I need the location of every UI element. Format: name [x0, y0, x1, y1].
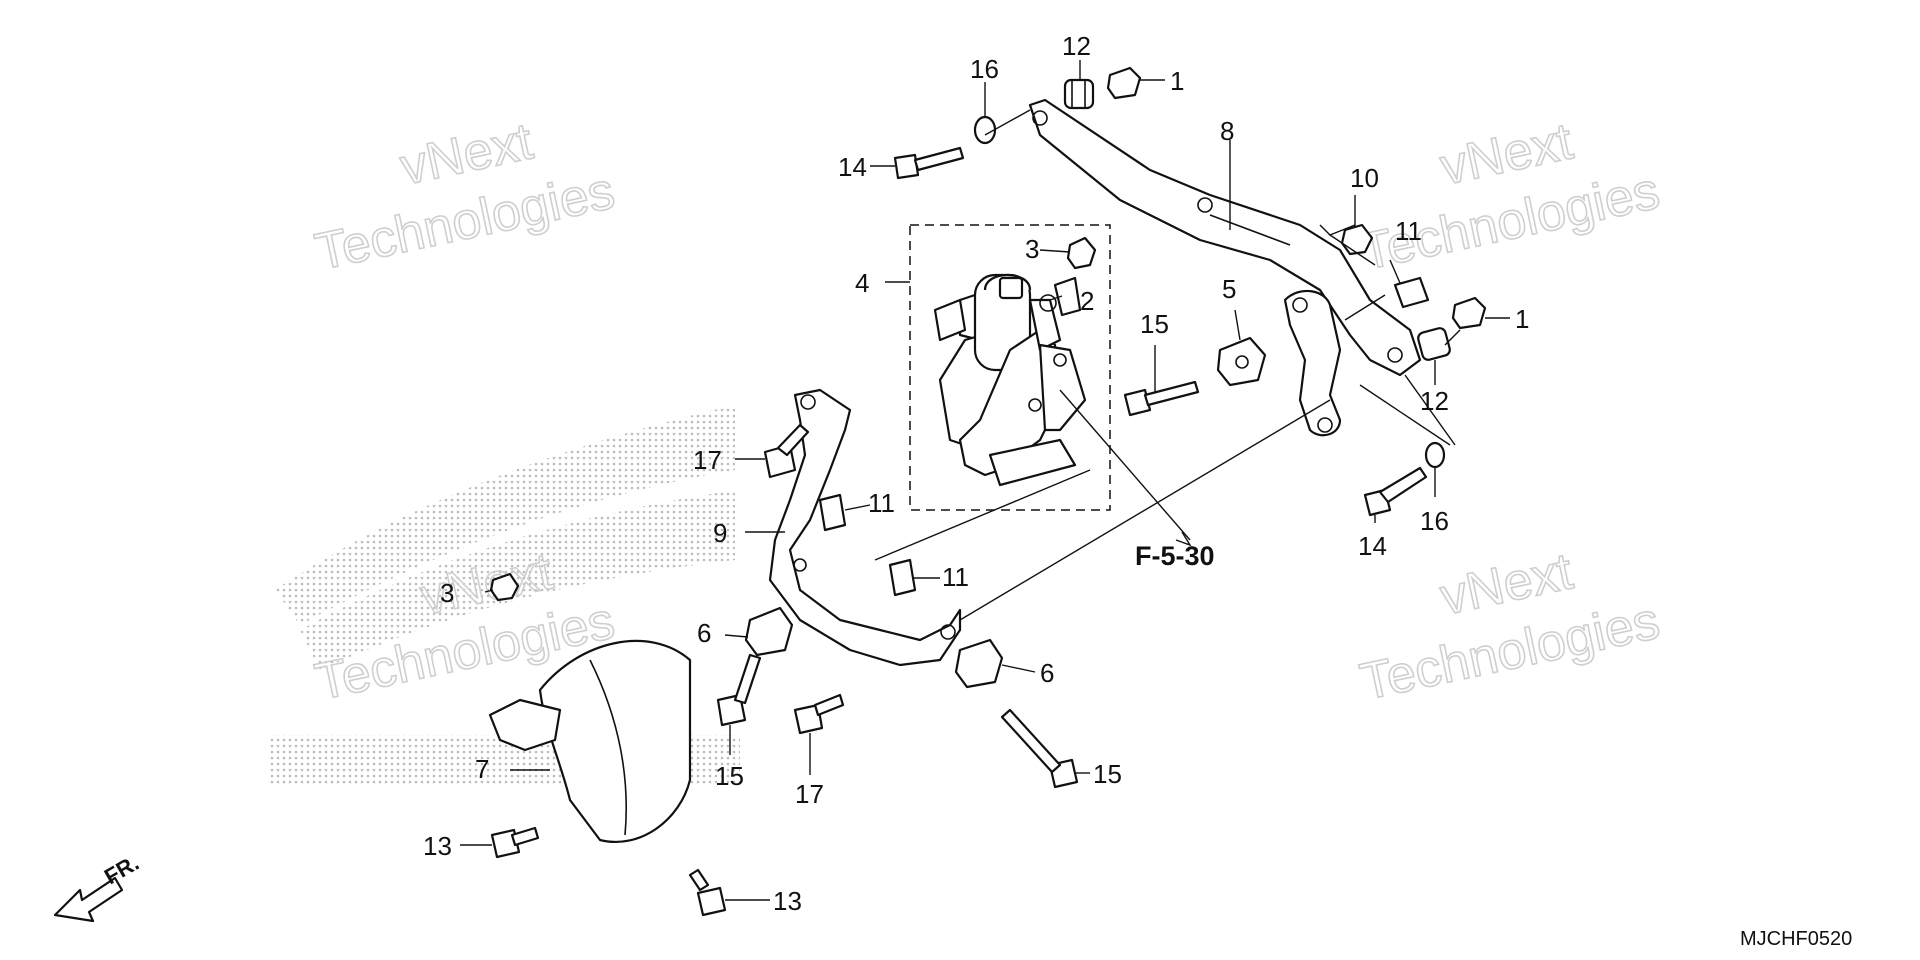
part-17-bolt-lower	[793, 693, 845, 735]
callout-11-top: 11	[1395, 216, 1422, 246]
part-9-bracket	[768, 388, 962, 667]
callout-2: 2	[1080, 286, 1094, 316]
part-11-collar-top	[1393, 276, 1430, 309]
part-8-stay	[1028, 98, 1422, 377]
callout-3-left: 3	[440, 578, 454, 608]
callout-9: 9	[713, 518, 727, 548]
part-15-bolt-right	[1123, 380, 1200, 417]
callout-5: 5	[1222, 274, 1236, 304]
callout-14-right: 14	[1358, 531, 1387, 561]
callout-12-top: 12	[1062, 31, 1091, 61]
callout-10: 10	[1350, 163, 1379, 193]
callout-15-right: 15	[1140, 309, 1169, 339]
front-direction-indicator: FR.	[53, 850, 143, 923]
part-14-bolt-right	[1363, 466, 1428, 517]
part-link-arm	[1283, 289, 1342, 437]
part-12-grommet-right	[1417, 327, 1451, 361]
watermark-top-right: vNext Technologies	[1355, 111, 1666, 282]
part-13-bolt-lower	[688, 868, 727, 917]
part-4-actuator	[933, 273, 1087, 487]
part-13-bolt-left	[490, 826, 540, 859]
part-1-cap-top	[1106, 66, 1142, 100]
part-16-washer-top	[973, 115, 997, 145]
part-1-cap-right	[1451, 296, 1487, 330]
callout-11-lower: 11	[942, 562, 969, 592]
part-3-nut-top	[1066, 236, 1097, 270]
part-11-collar-mid	[818, 493, 847, 532]
front-arrow-icon	[53, 876, 124, 923]
callout-1-right: 1	[1515, 304, 1529, 334]
callout-6-right: 6	[1040, 658, 1054, 688]
callout-17-upper: 17	[693, 445, 722, 475]
callout-8: 8	[1220, 116, 1234, 146]
part-7-guard	[488, 639, 692, 843]
callout-16-top: 16	[970, 54, 999, 84]
part-6-grommet-left	[744, 606, 794, 657]
callout-17-lower: 17	[795, 779, 824, 809]
callout-4: 4	[855, 268, 869, 298]
part-11-collar-lower	[888, 558, 917, 597]
watermark-bottom-right: vNext Technologies	[1355, 541, 1666, 712]
callout-3-top: 3	[1025, 234, 1039, 264]
reference-label: F-5-30	[1135, 541, 1215, 571]
leader-lines	[460, 60, 1510, 901]
callout-6-left: 6	[697, 618, 711, 648]
part-15-bolt-left	[716, 653, 762, 727]
diagram-code: MJCHF0520	[1740, 928, 1852, 950]
part-5-grommet	[1216, 336, 1267, 387]
assembly-box-4	[909, 224, 1111, 511]
callout-13-left: 13	[423, 831, 452, 861]
callout-1-top: 1	[1170, 66, 1184, 96]
callout-15-left: 15	[715, 761, 744, 791]
watermark-top-left: vNext Technologies	[310, 111, 621, 282]
part-16-washer-right	[1424, 441, 1446, 469]
part-14-bolt-top	[893, 146, 965, 180]
callout-15-lower: 15	[1093, 759, 1122, 789]
callout-12-right: 12	[1420, 386, 1449, 416]
callout-7: 7	[475, 754, 489, 784]
part-6-grommet-right	[954, 638, 1004, 689]
part-2-fitting	[1053, 276, 1082, 317]
callout-13-lower: 13	[773, 886, 802, 916]
callout-16-right: 16	[1420, 506, 1449, 536]
part-15-bolt-lower	[1000, 708, 1079, 789]
part-17-bolt-upper	[763, 423, 810, 479]
callout-labels: 1 1 2 3 3 4 5 6 6 7 8 9 10 11 11 11 12 1…	[423, 31, 1529, 916]
callout-11-mid: 11	[868, 488, 895, 518]
callout-14-top: 14	[838, 152, 867, 182]
part-12-grommet-top	[1063, 78, 1095, 110]
